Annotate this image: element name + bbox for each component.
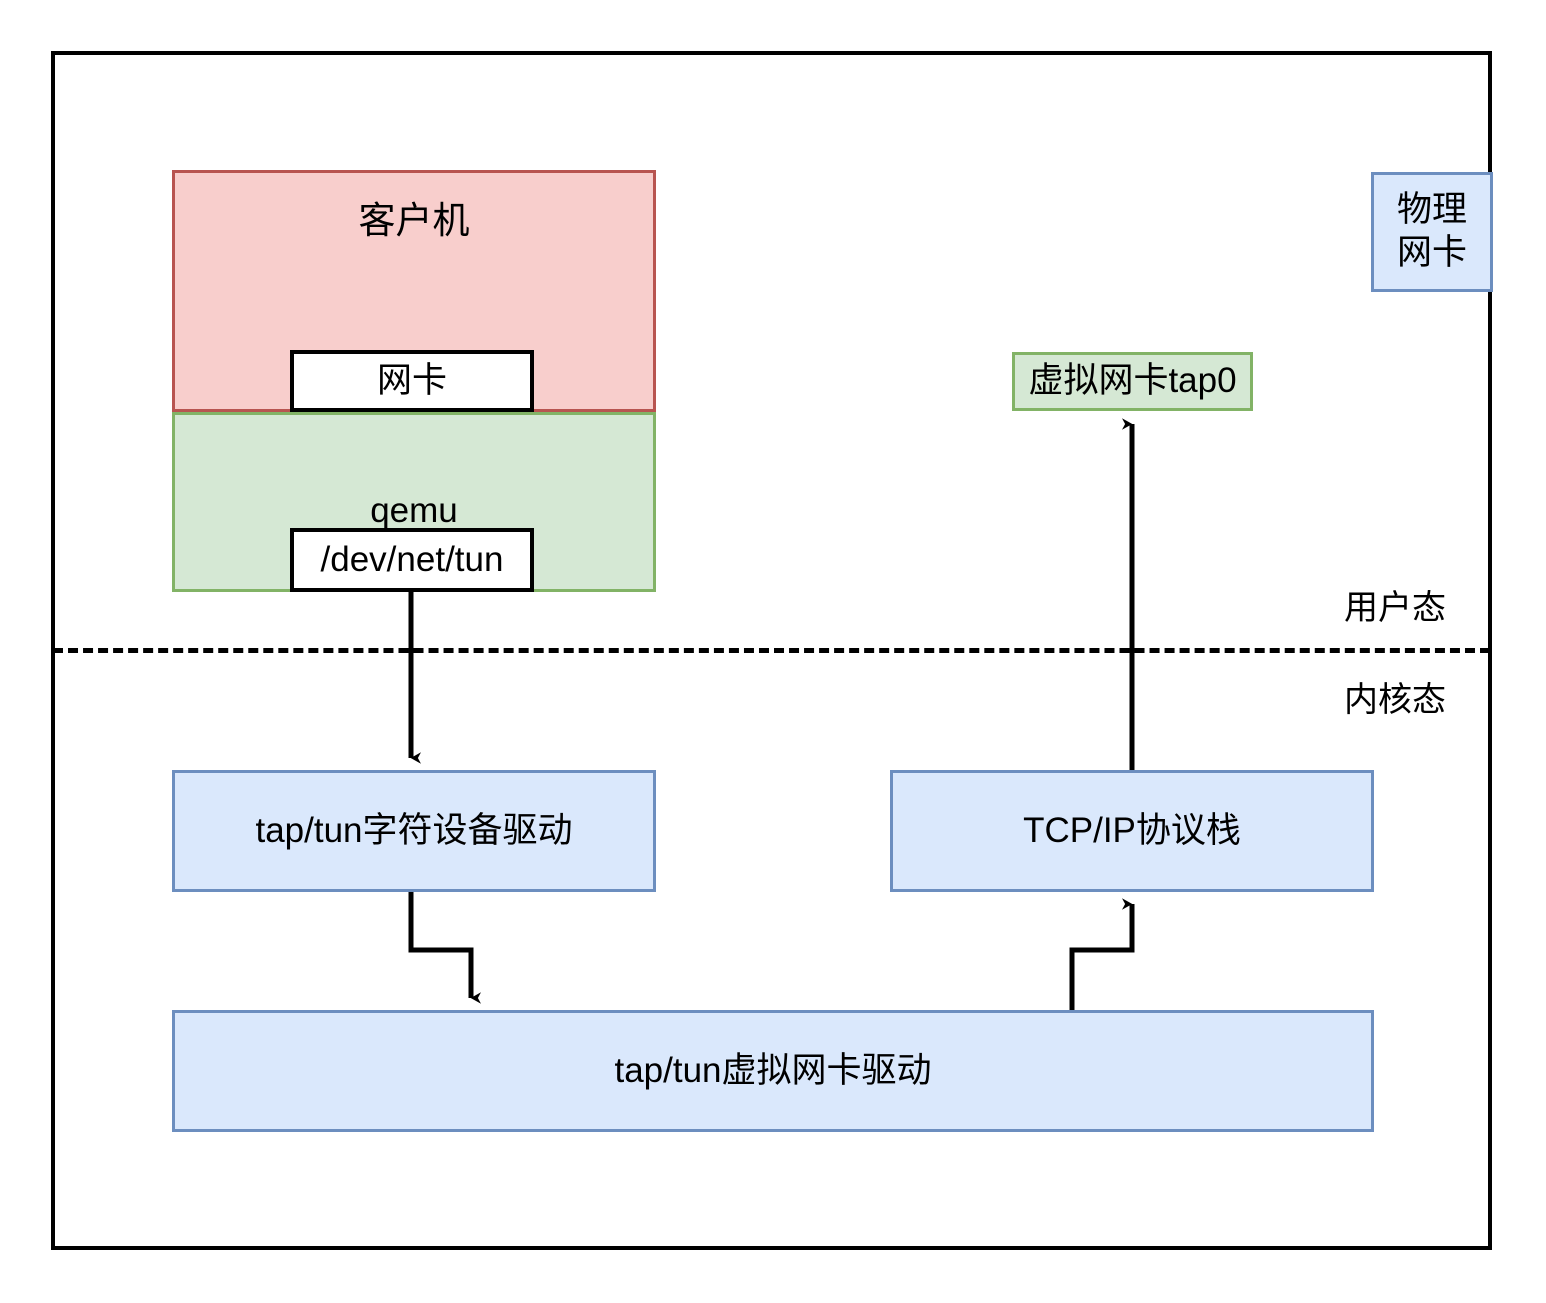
- guest-nic-label: 网卡: [376, 360, 447, 400]
- dev-net-tun-box: /dev/net/tun: [290, 528, 534, 592]
- guest-nic-box: 网卡: [290, 350, 534, 412]
- kernel-mode-label: 内核态: [1344, 681, 1446, 719]
- dev-net-tun-label: /dev/net/tun: [320, 539, 504, 579]
- qemu-label: qemu: [370, 491, 458, 530]
- char-device-driver-label: tap/tun字符设备驱动: [255, 810, 573, 850]
- virtual-nic-driver-label: tap/tun虚拟网卡驱动: [614, 1050, 932, 1090]
- physical-nic-box: 物理 网卡: [1371, 172, 1493, 292]
- char-device-driver-box: tap/tun字符设备驱动: [172, 770, 656, 892]
- virtual-nic-tap0-box: 虚拟网卡tap0: [1012, 352, 1253, 411]
- virtual-nic-tap0-label: 虚拟网卡tap0: [1028, 361, 1237, 401]
- user-mode-label: 用户态: [1344, 589, 1446, 627]
- physical-nic-label-line1: 物理: [1396, 190, 1467, 230]
- tcpip-stack-label: TCP/IP协议栈: [1023, 810, 1241, 850]
- guest-machine-label: 客户机: [358, 200, 470, 241]
- user-kernel-divider: [53, 648, 1490, 653]
- tcpip-stack-box: TCP/IP协议栈: [890, 770, 1374, 892]
- virtual-nic-driver-box: tap/tun虚拟网卡驱动: [172, 1010, 1374, 1132]
- physical-nic-label-line2: 网卡: [1396, 233, 1467, 272]
